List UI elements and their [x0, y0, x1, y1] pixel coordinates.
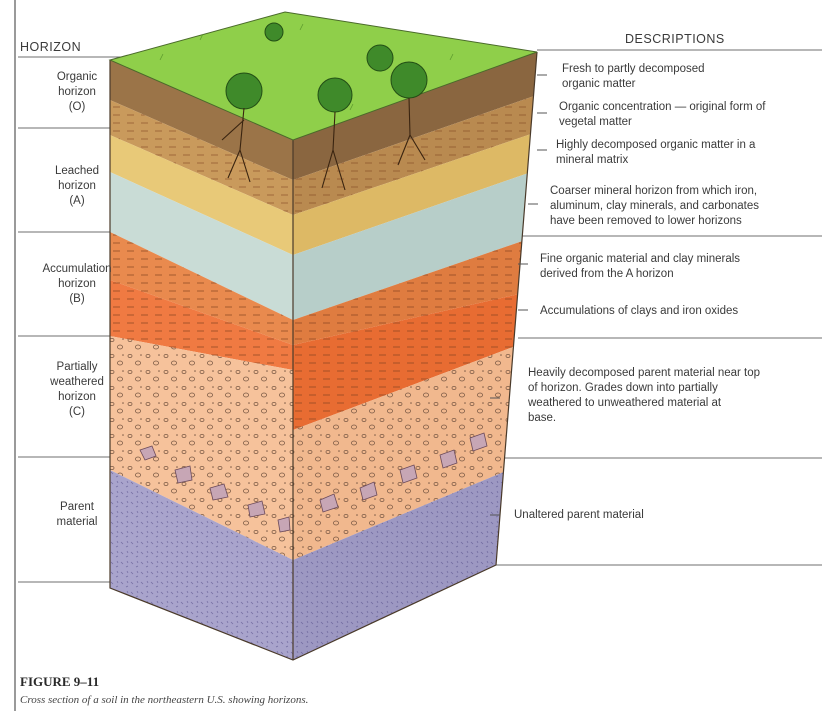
- horizon-label-b: Accumulation horizon (B): [34, 262, 120, 307]
- horizon-label-a: Leached horizon (A): [34, 164, 120, 209]
- descriptions-header: DESCRIPTIONS: [625, 32, 725, 46]
- description-a2: Coarser mineral horizon from which iron,…: [550, 184, 818, 229]
- description-o1: Fresh to partly decomposed organic matte…: [562, 62, 822, 92]
- horizon-label-parent: Parent material: [34, 500, 120, 530]
- description-a1: Highly decomposed organic matter in a mi…: [556, 138, 822, 168]
- figure-caption: Cross section of a soil in the northeast…: [20, 694, 308, 706]
- description-b1: Fine organic material and clay minerals …: [540, 252, 808, 282]
- description-parent: Unaltered parent material: [514, 508, 782, 523]
- figure-label: FIGURE 9–11: [20, 674, 99, 690]
- horizon-header: HORIZON: [20, 40, 81, 54]
- description-c: Heavily decomposed parent material near …: [528, 366, 818, 426]
- horizon-label-o: Organic horizon (O): [34, 70, 120, 115]
- horizon-label-c: Partially weathered horizon (C): [34, 360, 120, 420]
- left-face: [110, 60, 293, 660]
- description-b2: Accumulations of clays and iron oxides: [540, 304, 808, 319]
- description-o2: Organic concentration — original form of…: [559, 100, 822, 130]
